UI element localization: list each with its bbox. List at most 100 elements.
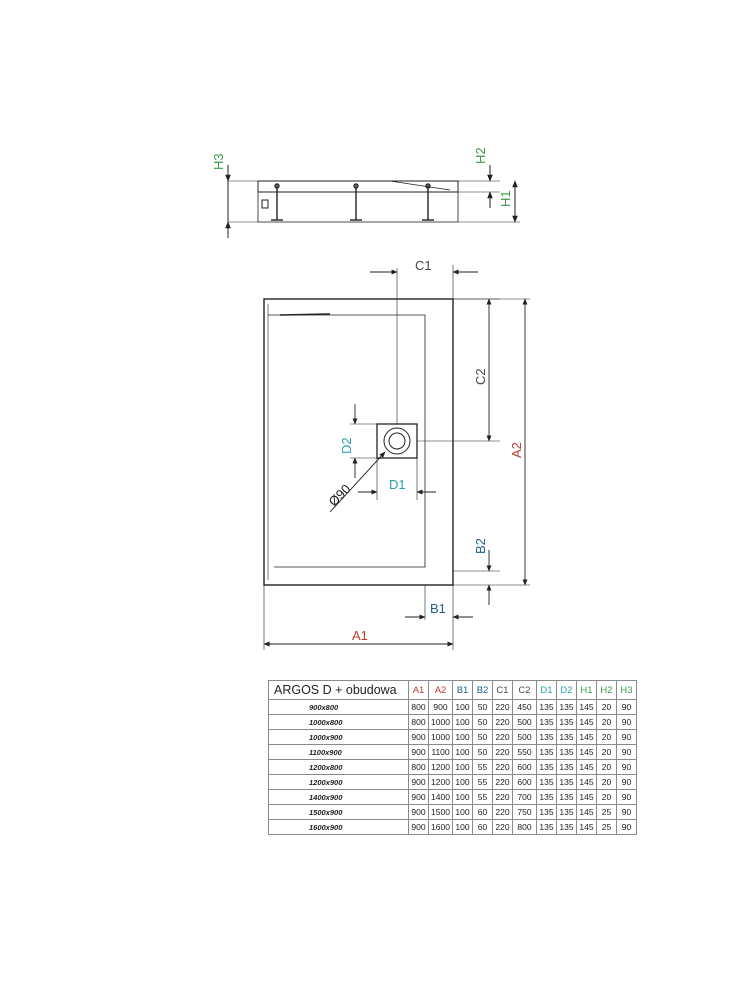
row-size: 1200x800 — [268, 759, 409, 775]
label-d1: D1 — [389, 477, 406, 492]
cell-h2: 20 — [596, 744, 617, 760]
cell-a2: 1000 — [428, 729, 453, 745]
cell-h3: 90 — [616, 819, 637, 835]
cell-b2: 60 — [472, 804, 493, 820]
cell-h1: 145 — [576, 819, 597, 835]
column-header-c2: C2 — [512, 680, 537, 700]
cell-a2: 1200 — [428, 759, 453, 775]
technical-drawing: H3 H2 H1 — [211, 147, 530, 650]
cell-d2: 135 — [556, 699, 577, 715]
column-header-b2: B2 — [472, 680, 493, 700]
cell-c1: 220 — [492, 774, 513, 790]
cell-h1: 145 — [576, 729, 597, 745]
column-header-b1: B1 — [452, 680, 473, 700]
column-header-h1: H1 — [576, 680, 597, 700]
cell-h3: 90 — [616, 699, 637, 715]
cell-b1: 100 — [452, 729, 473, 745]
cell-h3: 90 — [616, 729, 637, 745]
cell-h3: 90 — [616, 804, 637, 820]
column-header-d1: D1 — [536, 680, 557, 700]
cell-h1: 145 — [576, 774, 597, 790]
cell-d1: 135 — [536, 699, 557, 715]
cell-h2: 20 — [596, 789, 617, 805]
cell-d2: 135 — [556, 729, 577, 745]
drain-grate — [383, 427, 411, 455]
cell-c2: 750 — [512, 804, 537, 820]
row-size: 1500x900 — [268, 804, 409, 820]
cell-d1: 135 — [536, 759, 557, 775]
row-size: 1400x900 — [268, 789, 409, 805]
cell-a1: 900 — [408, 774, 429, 790]
cell-c1: 220 — [492, 744, 513, 760]
cell-d2: 135 — [556, 789, 577, 805]
cell-a1: 900 — [408, 729, 429, 745]
cell-b1: 100 — [452, 744, 473, 760]
cell-h1: 145 — [576, 744, 597, 760]
cell-c1: 220 — [492, 804, 513, 820]
cell-c1: 220 — [492, 759, 513, 775]
cell-c1: 220 — [492, 789, 513, 805]
cell-b2: 50 — [472, 744, 493, 760]
row-size: 900x800 — [268, 699, 409, 715]
cell-h2: 25 — [596, 819, 617, 835]
cell-a1: 900 — [408, 789, 429, 805]
cell-c1: 220 — [492, 819, 513, 835]
support-legs — [271, 183, 434, 221]
cell-h1: 145 — [576, 804, 597, 820]
cell-a2: 1400 — [428, 789, 453, 805]
plan-view — [263, 265, 530, 650]
cell-c1: 220 — [492, 714, 513, 730]
row-size: 1600x900 — [268, 819, 409, 835]
cell-b2: 50 — [472, 699, 493, 715]
cell-d2: 135 — [556, 759, 577, 775]
cell-a1: 800 — [408, 759, 429, 775]
cell-h3: 90 — [616, 744, 637, 760]
cell-d2: 135 — [556, 819, 577, 835]
cell-d1: 135 — [536, 804, 557, 820]
cell-a2: 1200 — [428, 774, 453, 790]
cell-h1: 145 — [576, 789, 597, 805]
cell-d2: 135 — [556, 714, 577, 730]
cell-h2: 20 — [596, 759, 617, 775]
cell-d1: 135 — [536, 744, 557, 760]
column-header-a1: A1 — [408, 680, 429, 700]
cell-c2: 450 — [512, 699, 537, 715]
cell-c2: 600 — [512, 759, 537, 775]
cell-c2: 500 — [512, 729, 537, 745]
label-a2: A2 — [509, 442, 524, 458]
cell-a2: 1100 — [428, 744, 453, 760]
cell-d2: 135 — [556, 774, 577, 790]
cell-b1: 100 — [452, 819, 473, 835]
cell-a1: 900 — [408, 819, 429, 835]
label-phi90: Ø90 — [326, 481, 354, 509]
cell-h2: 20 — [596, 774, 617, 790]
cell-b1: 100 — [452, 759, 473, 775]
cell-h1: 145 — [576, 759, 597, 775]
cell-h3: 90 — [616, 789, 637, 805]
label-h1: H1 — [498, 190, 513, 207]
cell-h2: 25 — [596, 804, 617, 820]
cell-b2: 55 — [472, 774, 493, 790]
cell-d1: 135 — [536, 789, 557, 805]
cell-d2: 135 — [556, 804, 577, 820]
cell-b2: 55 — [472, 759, 493, 775]
label-c1: C1 — [415, 258, 432, 273]
column-header-d2: D2 — [556, 680, 577, 700]
label-a1: A1 — [352, 628, 368, 643]
side-view — [225, 165, 520, 238]
cell-a1: 900 — [408, 744, 429, 760]
column-header-h3: H3 — [616, 680, 637, 700]
cell-d1: 135 — [536, 774, 557, 790]
cell-c2: 700 — [512, 789, 537, 805]
cell-h1: 145 — [576, 699, 597, 715]
cell-c1: 220 — [492, 729, 513, 745]
